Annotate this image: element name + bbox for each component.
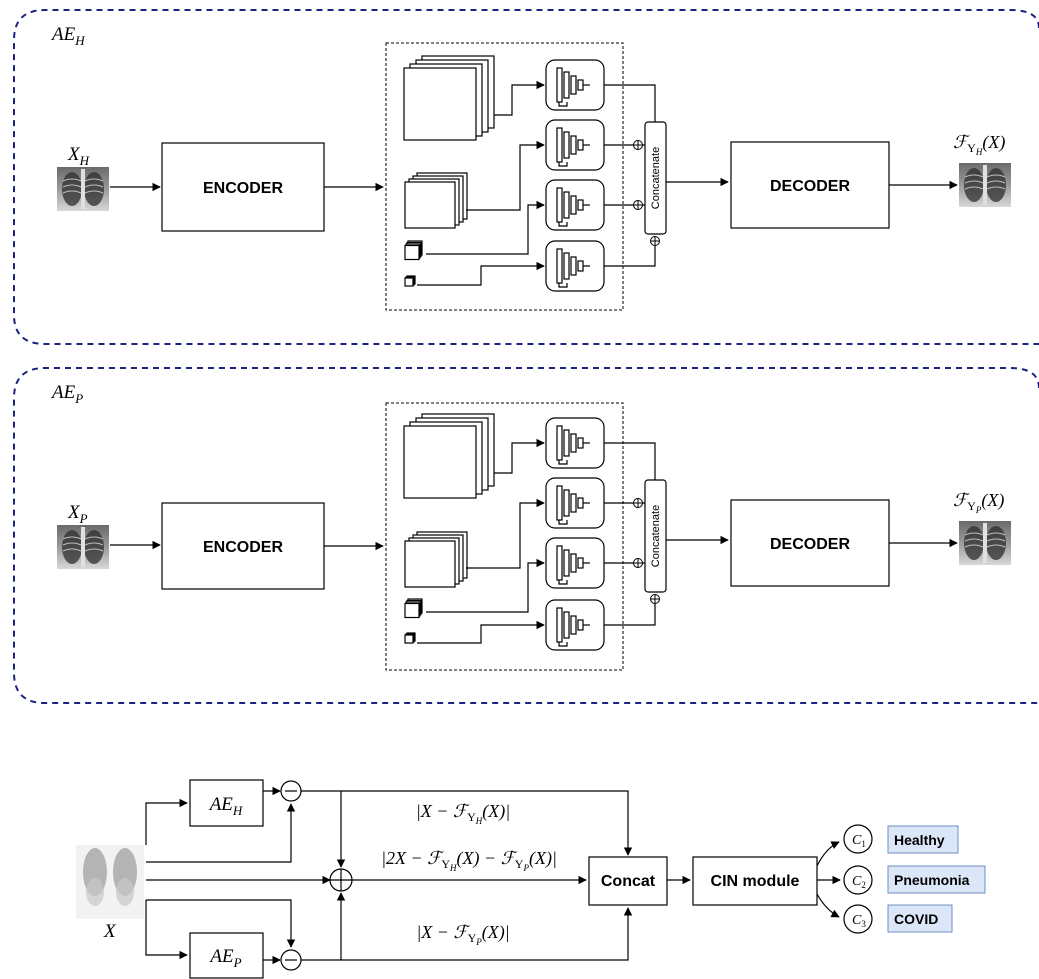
panel-ae-h: AEH XH ENCODER Concatenate DECODER xyxy=(13,9,1039,345)
output-xray-p xyxy=(958,520,1012,566)
class-node-3: C3 xyxy=(843,904,873,934)
subnet-p-2 xyxy=(545,477,605,529)
pipeline-input-label: X xyxy=(103,921,117,942)
concatenate-label-h: Concatenate xyxy=(650,147,662,209)
svg-text:C3: C3 xyxy=(852,913,866,929)
feature-pyramid-p xyxy=(385,402,624,671)
panel-ae-p-label: AEP xyxy=(50,382,83,406)
class-label-covid: COVID xyxy=(887,904,953,933)
pipeline-input-xray xyxy=(76,845,144,919)
panel-ae-h-label: AEH xyxy=(50,24,85,48)
ae-h-box xyxy=(189,779,264,827)
classification-pipeline: X AEH |X − ℱΥH(X)| AEP |X − ℱΥP(X)| xyxy=(76,779,986,979)
subnet-p-1 xyxy=(545,417,605,469)
concatenate-box-p xyxy=(644,479,667,593)
svg-text:COVID: COVID xyxy=(894,911,938,927)
concat-box xyxy=(588,856,668,906)
ae-p-box-label: AEP xyxy=(208,946,241,970)
subnet-h-4 xyxy=(545,240,605,292)
class-node-1: C1 xyxy=(843,824,873,854)
encoder-box-h xyxy=(161,142,325,232)
decoder-box-p xyxy=(730,499,890,587)
class-node-2: C2 xyxy=(843,865,873,895)
input-xp-label: XP xyxy=(67,502,88,526)
encoder-label-p: ENCODER xyxy=(203,539,283,556)
class-label-pneumonia: Pneumonia xyxy=(887,865,986,894)
decoder-box-h xyxy=(730,141,890,229)
panel-ae-p: AEP XP ENCODER Concatenate DECODER xyxy=(13,367,1039,704)
expr-residual-p: |X − ℱΥP(X)| xyxy=(416,922,509,947)
decoder-label-h: DECODER xyxy=(770,178,850,195)
svg-text:Pneumonia: Pneumonia xyxy=(894,872,970,888)
expr-combined: |2X − ℱΥH(X) − ℱΥP(X)| xyxy=(381,848,557,873)
concat-label: Concat xyxy=(601,873,656,890)
svg-text:Healthy: Healthy xyxy=(894,832,945,848)
concatenate-label-p: Concatenate xyxy=(650,505,662,567)
svg-text:C1: C1 xyxy=(852,833,866,849)
feature-pyramid-h xyxy=(385,42,624,311)
output-h-label: ℱΥH(X) xyxy=(953,132,1005,157)
panel-ae-h-border xyxy=(13,9,1039,345)
svg-text:C2: C2 xyxy=(852,874,866,890)
ae-p-box xyxy=(189,932,264,979)
sum-node xyxy=(329,868,353,892)
subnet-h-1 xyxy=(545,59,605,111)
concatenate-box-h xyxy=(644,121,667,235)
expr-residual-h: |X − ℱΥH(X)| xyxy=(416,801,510,826)
output-p-label: ℱΥP(X) xyxy=(953,490,1004,515)
input-xray-p xyxy=(56,524,110,570)
encoder-box-p xyxy=(161,502,325,590)
minus-node-p xyxy=(280,949,302,971)
decoder-label-p: DECODER xyxy=(770,536,850,553)
input-xray-h xyxy=(56,166,110,212)
subnet-p-3 xyxy=(545,537,605,589)
panel-ae-p-border xyxy=(13,367,1039,704)
cin-module-label: CIN module xyxy=(711,873,800,890)
encoder-label-h: ENCODER xyxy=(203,180,283,197)
class-label-healthy: Healthy xyxy=(887,825,959,854)
subnet-h-2 xyxy=(545,119,605,171)
minus-node-h xyxy=(280,780,302,802)
cin-module-box xyxy=(692,856,818,906)
output-xray-h xyxy=(958,162,1012,208)
input-xh-label: XH xyxy=(67,144,90,168)
subnet-h-3 xyxy=(545,179,605,231)
ae-h-box-label: AEH xyxy=(208,794,243,818)
subnet-p-4 xyxy=(545,599,605,651)
